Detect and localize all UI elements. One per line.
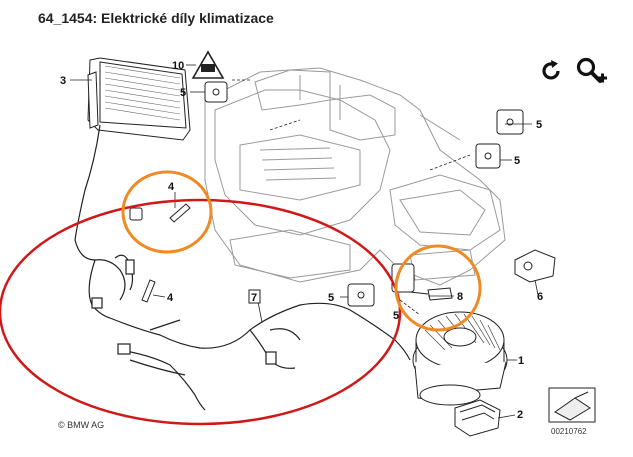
callout-5-right-top: 5 bbox=[536, 119, 542, 131]
zoom-in-icon[interactable] bbox=[574, 56, 608, 88]
part-5-servo-motors bbox=[204, 81, 524, 307]
callout-5-right-mid: 5 bbox=[514, 155, 520, 167]
part-4-sensors bbox=[129, 203, 191, 303]
hvac-housing bbox=[204, 67, 506, 286]
page-title: 64_1454: Elektrické díly klimatizace bbox=[38, 10, 274, 26]
highlight-orange-ellipse-sensor bbox=[121, 170, 213, 254]
callout-5-lower: 5 bbox=[393, 310, 399, 322]
part-1-blower-motor bbox=[412, 311, 508, 406]
callout-4-lower: 4 bbox=[167, 292, 174, 304]
part-3-evaporator bbox=[87, 57, 191, 141]
copyright-text: © BMW AG bbox=[58, 420, 105, 430]
callout-10: 10 bbox=[172, 60, 184, 72]
callout-1: 1 bbox=[518, 355, 524, 367]
part-7-wiring-harness bbox=[74, 124, 411, 411]
part-8-resistor bbox=[409, 287, 453, 301]
rotate-icon[interactable] bbox=[538, 58, 564, 84]
callout-5-upper-left: 5 bbox=[180, 87, 186, 99]
part-10-warning-label bbox=[191, 50, 225, 79]
reference-box-icon bbox=[548, 387, 596, 423]
reference-code: 00210762 bbox=[551, 427, 587, 436]
callout-7-box bbox=[248, 289, 261, 304]
callout-7: 7 bbox=[251, 292, 257, 304]
highlight-red-ellipse bbox=[0, 198, 402, 426]
callout-4-upper: 4 bbox=[168, 181, 175, 193]
part-6-actuator bbox=[514, 249, 556, 283]
highlight-orange-ellipse-resistor bbox=[394, 244, 482, 332]
part-2-final-stage bbox=[454, 399, 501, 437]
leader-lines bbox=[70, 64, 539, 419]
callout-6: 6 bbox=[537, 291, 543, 303]
callout-5-center: 5 bbox=[328, 292, 334, 304]
callout-2: 2 bbox=[517, 409, 523, 421]
callout-3: 3 bbox=[60, 75, 66, 87]
callout-8: 8 bbox=[457, 291, 463, 303]
